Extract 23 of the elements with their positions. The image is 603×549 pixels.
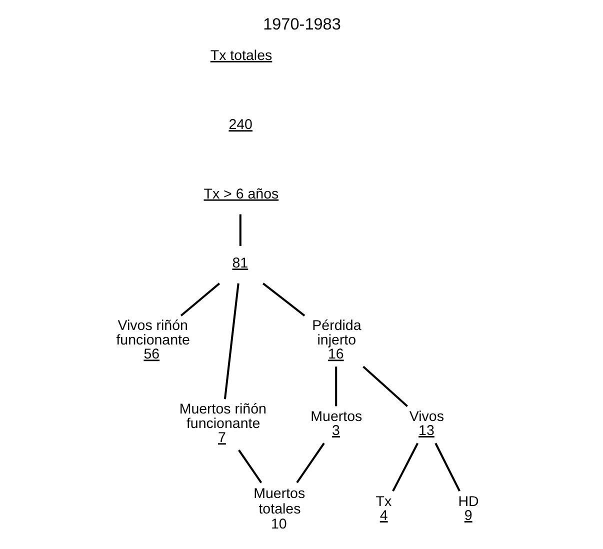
node-text: Pérdida injerto 16 <box>312 318 361 363</box>
node-text: Tx 4 <box>375 494 392 524</box>
connector <box>434 442 460 492</box>
node-text: Muertos 3 <box>310 408 362 440</box>
node-text: Vivos riñón funcionante 56 <box>116 318 190 363</box>
node-text: HD 9 <box>458 494 478 524</box>
connector <box>238 214 241 246</box>
label: 240 <box>228 117 252 134</box>
connector <box>392 442 418 492</box>
connector <box>238 450 262 484</box>
connector <box>296 442 324 484</box>
node-text: Muertos totales 10 <box>253 486 305 533</box>
node-text: Tx > 6 años <box>203 186 278 202</box>
connector <box>262 282 305 316</box>
diagram-title: 1970-1983 <box>262 15 340 34</box>
connector <box>334 366 337 406</box>
node-text: Vivos 13 <box>408 408 444 440</box>
connector <box>223 283 239 400</box>
node-text: Muertos riñón funcionante 7 <box>178 402 266 446</box>
connector <box>362 366 408 407</box>
label: Tx totales <box>210 48 272 64</box>
connector <box>180 282 220 316</box>
node-text: 81 <box>232 256 248 272</box>
